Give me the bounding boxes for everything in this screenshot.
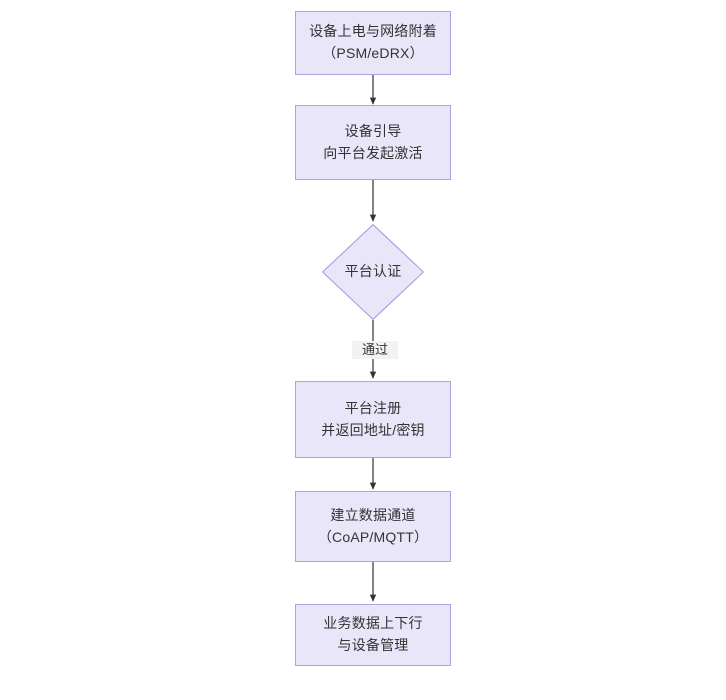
node-device-bootstrap[interactable]: 设备引导 向平台发起激活 <box>295 105 451 180</box>
node-label: 设备引导 向平台发起激活 <box>323 122 423 161</box>
node-platform-registration[interactable]: 平台注册 并返回地址/密钥 <box>295 381 451 458</box>
node-label: 平台认证 <box>344 263 402 280</box>
node-label: 设备上电与网络附着 （PSM/eDRX） <box>309 23 437 61</box>
node-label: 业务数据上下行 与设备管理 <box>323 615 423 653</box>
node-establish-data-channel[interactable]: 建立数据通道 （CoAP/MQTT） <box>295 491 451 562</box>
node-device-power-on[interactable]: 设备上电与网络附着 （PSM/eDRX） <box>295 11 451 75</box>
edge-label-text: 通过 <box>361 342 388 357</box>
node-label: 建立数据通道 （CoAP/MQTT） <box>317 506 429 545</box>
node-label: 平台注册 并返回地址/密钥 <box>321 399 425 438</box>
edge-label-pass: 通过 <box>352 341 398 359</box>
node-business-data-and-device-management[interactable]: 业务数据上下行 与设备管理 <box>295 604 451 666</box>
node-platform-authentication[interactable]: 平台认证 <box>322 224 424 320</box>
diamond-shape <box>322 224 424 320</box>
